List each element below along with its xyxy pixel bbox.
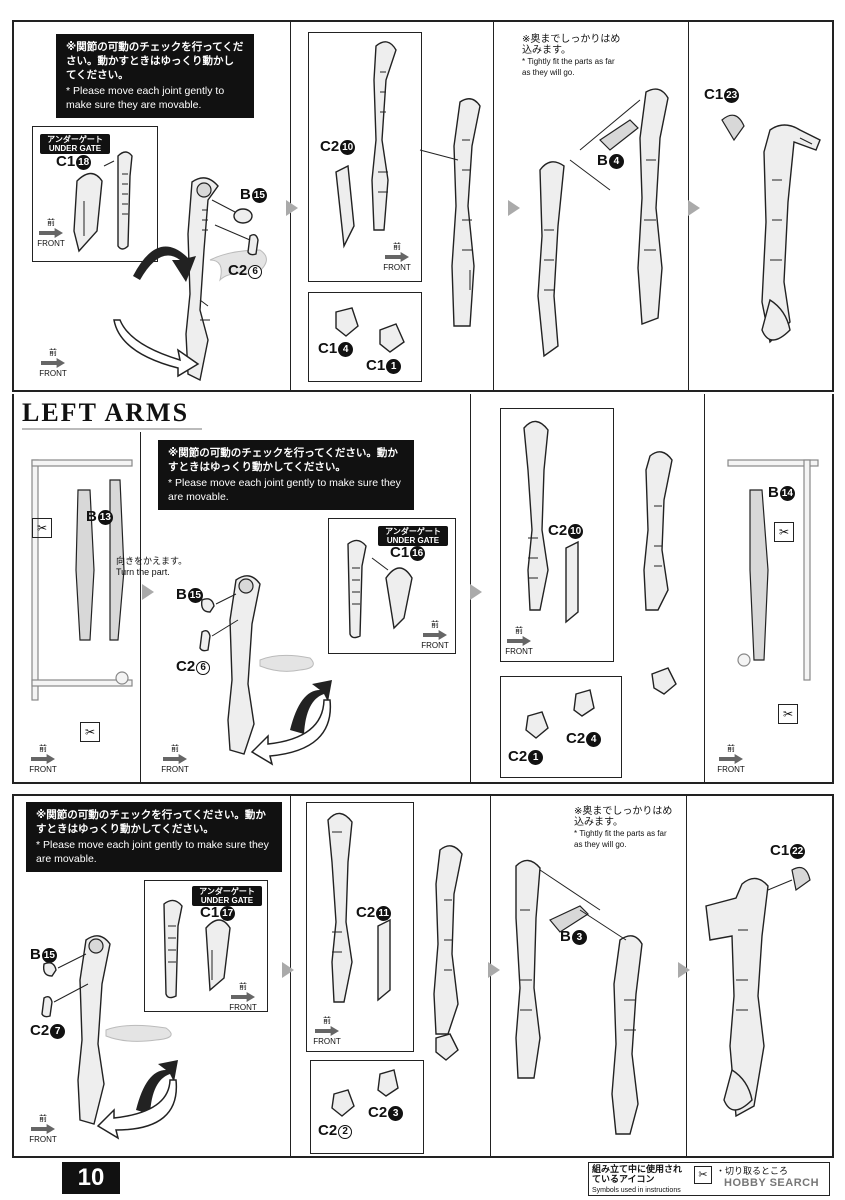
row2-turn-note: 向きをかえます。Turn the part. [116, 556, 188, 577]
row2-inset-drawing [347, 539, 413, 639]
page-number: 10 [62, 1162, 120, 1194]
section-title-rule [22, 428, 202, 430]
row2-runner-drawing [31, 459, 133, 701]
row2-c2-10-inset [500, 408, 614, 662]
row2-divider-1 [140, 432, 141, 784]
section-title: LEFT ARMS [22, 398, 190, 427]
row3-c2-11-inset [306, 802, 414, 1052]
row1-inset-drawing [73, 151, 133, 253]
row1-col4-drawing [721, 114, 821, 344]
row1-step-arrow-1 [286, 200, 298, 216]
row3-c2-11-drawing [327, 812, 391, 1003]
step-row-1 [12, 20, 834, 392]
row2-col3-assembled-arm [643, 451, 673, 611]
row2-cutter-icon-2: ✂ [80, 722, 100, 742]
hobby-search-watermark: HOBBY SEARCH [724, 1177, 820, 1189]
row1-fit-note: ※奥までしっかりはめ込みます。* Tightly fit the parts a… [522, 34, 621, 77]
row2-c2-parts-inset [500, 676, 622, 778]
row1-col2-assembled-arm [419, 98, 481, 327]
row2-c2-10-drawing [523, 420, 579, 624]
row3-step-arrow-1 [282, 962, 294, 978]
row3-arm-drawing [41, 935, 178, 1140]
row3-col4-drawing [705, 867, 811, 1118]
cutter-icon: ✂ [694, 1166, 712, 1184]
row3-c2-parts-inset [310, 1060, 424, 1154]
row3-c2-parts-drawing [331, 1069, 399, 1117]
symbols-legend [588, 1162, 830, 1196]
row1-step-arrow-2 [508, 200, 520, 216]
row1-c1-parts-drawing [335, 307, 405, 353]
row2-cutter-icon-4: ✂ [778, 704, 798, 724]
row1-col3-drawing [537, 88, 669, 358]
row1-c2-10-inset [308, 32, 422, 282]
row2-joint-note: ※関節の可動のチェックを行ってください。動かすときはゆっくり動かしてください。 … [158, 440, 414, 510]
row3-step-arrow-2 [488, 962, 500, 978]
row1-c1-parts-inset [308, 292, 422, 382]
row1-divider-2 [493, 20, 494, 392]
row2-runner2-drawing [727, 459, 819, 681]
row2-c2-parts-drawing [525, 689, 595, 739]
row1-joint-note: ※関節の可動のチェックを行ってください。動かすときはゆっくり動かしてください。 … [56, 34, 254, 118]
row3-step-arrow-3 [678, 962, 690, 978]
row2-step-arrow-2 [470, 584, 482, 600]
row3-joint-note: ※関節の可動のチェックを行ってください。動かすときはゆっくり動かしてください。 … [26, 802, 282, 872]
row3-col3-drawing [515, 859, 643, 1135]
row2-cutter-icon-1: ✂ [32, 518, 52, 538]
row3-col2-assembled-arm [433, 845, 463, 1061]
row2-cutter-icon-3: ✂ [774, 522, 794, 542]
row1-step-arrow-3 [688, 200, 700, 216]
row2-c2-part-on-arm [651, 667, 677, 695]
step-row-2 [12, 394, 834, 784]
cut-legend-label: ・切り取るところ [716, 1166, 789, 1176]
row3-inset-drawing [163, 899, 231, 999]
step-row-3 [12, 794, 834, 1158]
row1-c2-10-drawing [335, 41, 397, 249]
row2-divider-3 [704, 394, 705, 784]
row2-step-arrow-1 [142, 584, 154, 600]
row3-fit-note: ※奥までしっかりはめ込みます。* Tightly fit the parts a… [574, 806, 673, 849]
row2-arm-drawing [199, 575, 332, 766]
